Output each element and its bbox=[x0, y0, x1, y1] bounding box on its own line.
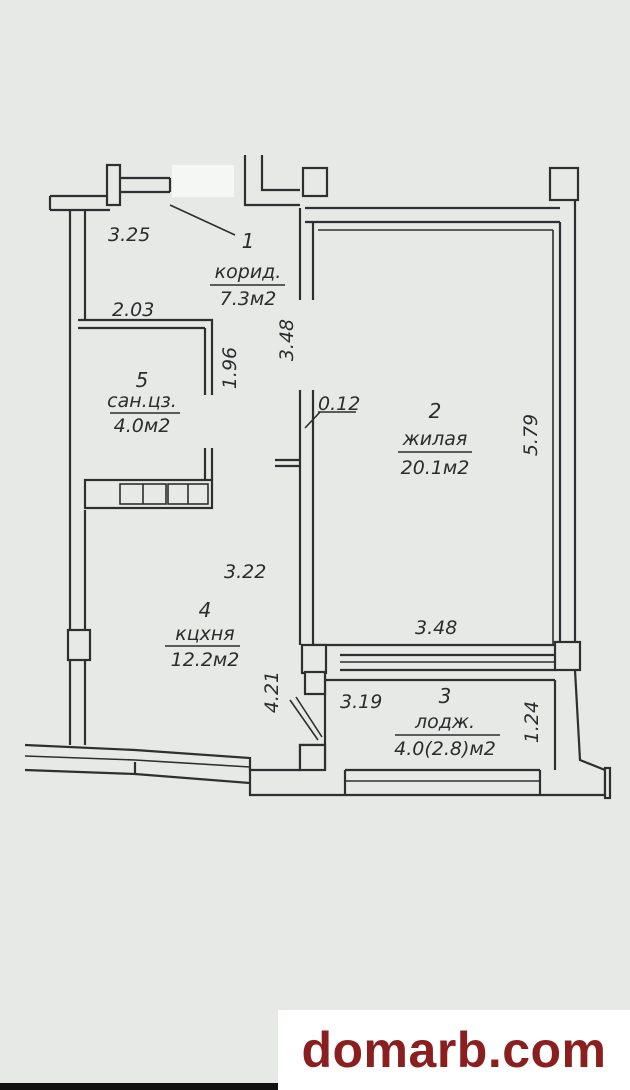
room-3-area: 4.0(2.8)м2 bbox=[394, 738, 496, 760]
dim-348-vertical: 3.48 bbox=[276, 319, 298, 361]
room-5-name: сан.цз. bbox=[107, 390, 177, 412]
outer-walls bbox=[24, 155, 607, 797]
dim-421: 4.21 bbox=[261, 671, 283, 713]
room-1-area: 7.3м2 bbox=[220, 288, 277, 310]
room-5-area: 4.0м2 bbox=[114, 415, 171, 437]
watermark-text: domarb.com bbox=[301, 1022, 607, 1078]
dim-012: 0.12 bbox=[318, 393, 360, 415]
room-3-name: лодж. bbox=[414, 711, 475, 733]
room-4-area: 12.2м2 bbox=[171, 649, 240, 671]
room-5-label: 5 сан.цз. 4.0м2 bbox=[107, 368, 180, 437]
dim-203: 2.03 bbox=[112, 299, 154, 321]
leader-line bbox=[169, 204, 236, 236]
room-2-number: 2 bbox=[429, 399, 442, 423]
room-1-number: 1 bbox=[242, 229, 255, 253]
room-3-label: 3 лодж. 4.0(2.8)м2 bbox=[394, 684, 500, 760]
dim-348-horizontal: 3.48 bbox=[415, 617, 457, 639]
dim-196: 1.96 bbox=[219, 347, 241, 389]
room-1-name: корид. bbox=[215, 261, 282, 283]
dim-579: 5.79 bbox=[520, 414, 542, 456]
room-4-number: 4 bbox=[199, 598, 212, 622]
room-4-name: кцхня bbox=[175, 623, 235, 645]
watermark-logo: domarb.com bbox=[278, 1010, 630, 1090]
room-2-area: 20.1м2 bbox=[401, 457, 470, 479]
bottom-edge bbox=[0, 1083, 278, 1090]
dim-322: 3.22 bbox=[224, 561, 266, 583]
columns bbox=[66, 163, 612, 800]
room-2-label: 2 жилая 20.1м2 bbox=[398, 399, 472, 479]
dim-325: 3.25 bbox=[108, 224, 150, 246]
room-3-number: 3 bbox=[439, 684, 452, 708]
dim-124: 1.24 bbox=[521, 701, 543, 743]
room-5-number: 5 bbox=[136, 368, 149, 392]
room-4-label: 4 кцхня 12.2м2 bbox=[165, 598, 240, 671]
dim-319: 3.19 bbox=[340, 691, 382, 713]
room-1-label: 1 корид. 7.3м2 bbox=[210, 229, 285, 310]
dimensions: 3.25 2.03 1.96 3.48 0.12 5.79 3.22 3.48 … bbox=[108, 224, 543, 743]
glare-patch bbox=[172, 165, 234, 197]
room-2-name: жилая bbox=[402, 428, 468, 450]
